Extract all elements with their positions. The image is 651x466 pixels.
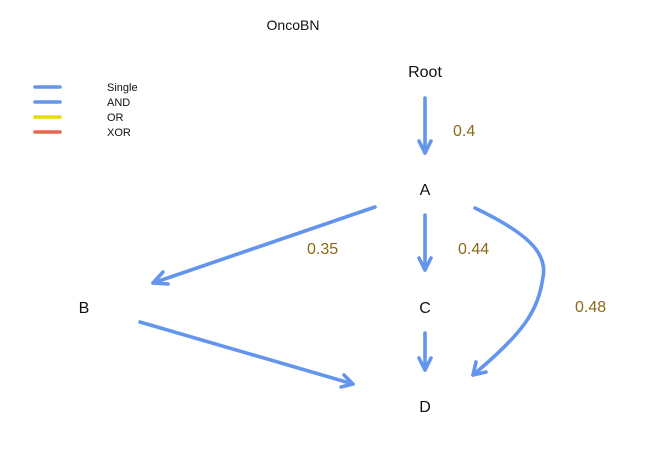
edge-a-d <box>471 206 546 377</box>
legend-label-and: AND <box>107 97 130 109</box>
edge-a-c <box>417 213 433 272</box>
edge-c-d <box>417 331 433 372</box>
edge-label-root-a: 0.4 <box>453 123 475 140</box>
edge-label-a-b: 0.35 <box>307 241 338 258</box>
edge-b-d <box>138 320 355 389</box>
node-a: A <box>420 182 431 199</box>
legend-label-or: OR <box>107 112 124 124</box>
legend: Single AND OR XOR <box>33 82 138 139</box>
edge-label-a-c: 0.44 <box>458 241 489 258</box>
graph-title: OncoBN <box>267 17 320 33</box>
legend-label-single: Single <box>107 82 138 94</box>
edge-a-b <box>151 205 377 286</box>
node-c: C <box>419 300 431 317</box>
edge-root-a <box>417 96 433 155</box>
node-root: Root <box>408 64 442 81</box>
node-b: B <box>79 300 90 317</box>
legend-label-xor: XOR <box>107 127 131 139</box>
edge-label-a-d: 0.48 <box>575 299 606 316</box>
node-d: D <box>419 399 431 416</box>
edges <box>138 96 546 389</box>
